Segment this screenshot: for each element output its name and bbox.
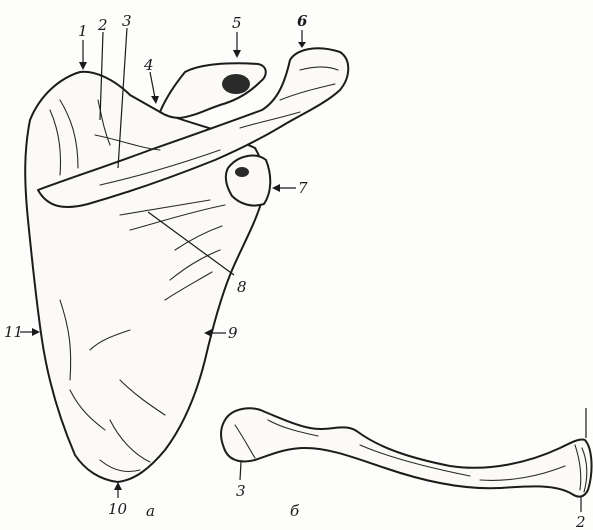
caption-group: a б [146,502,300,520]
caption-b: б [290,502,300,520]
label-4: 4 [143,56,154,74]
label-7: 7 [298,179,308,197]
label-9: 9 [228,324,238,342]
scapula-drawing [25,48,348,482]
label-5: 5 [232,14,242,32]
label-11: 11 [4,323,23,341]
label-6: 6 [297,12,308,30]
coracoid-shading [222,74,250,94]
clavicle-drawing [221,408,591,496]
label-2: 2 [97,16,108,34]
glenoid-shading [235,167,249,177]
label-clavicle-3: 3 [236,482,246,500]
caption-a: a [146,502,155,520]
label-10: 10 [108,500,128,518]
label-8: 8 [237,278,247,296]
coracoid-process [160,63,266,118]
label-3: 3 [122,12,132,30]
clavicle-bone [221,408,591,496]
label-1: 1 [78,22,88,40]
label-clavicle-2: 2 [575,513,586,530]
